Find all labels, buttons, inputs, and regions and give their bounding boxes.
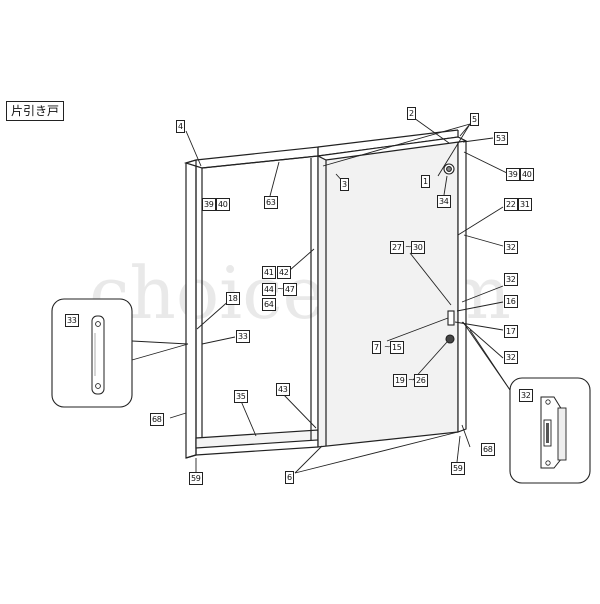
callout-15: 15 xyxy=(390,341,404,354)
callout-32-bubble: 32 xyxy=(519,389,533,402)
callout-27: 27 xyxy=(390,241,404,254)
detail-bubble-left xyxy=(51,298,133,408)
callout-39-right: 39 xyxy=(506,168,520,181)
callout-31: 31 xyxy=(518,198,532,211)
callout-44: 44 xyxy=(262,283,276,296)
callout-63: 63 xyxy=(264,196,278,209)
callout-27-30-tilde: ~ xyxy=(405,242,412,251)
sliding-door xyxy=(315,129,469,448)
callout-26: 26 xyxy=(414,374,428,387)
callout-2: 2 xyxy=(407,107,416,120)
callout-35: 35 xyxy=(234,390,248,403)
door-type-title: 片引き戸 xyxy=(6,101,65,121)
callout-43: 43 xyxy=(276,383,290,396)
callout-19: 19 xyxy=(393,374,407,387)
callout-59-left: 59 xyxy=(189,472,203,485)
callout-40-right: 40 xyxy=(520,168,534,181)
callout-18: 18 xyxy=(226,292,240,305)
callout-44-47-tilde: ~ xyxy=(277,284,284,293)
callout-19-26-tilde: ~ xyxy=(408,375,415,384)
callout-40: 40 xyxy=(216,198,230,211)
callout-59-right: 59 xyxy=(451,462,465,475)
callout-64: 64 xyxy=(262,298,276,311)
callout-32-b: 32 xyxy=(504,273,518,286)
callout-3: 3 xyxy=(340,178,349,191)
callout-5: 5 xyxy=(470,113,479,126)
fixed-frame xyxy=(183,146,319,459)
callout-53: 53 xyxy=(494,132,508,145)
callout-34: 34 xyxy=(437,195,451,208)
callout-1: 1 xyxy=(421,175,430,188)
callout-6: 6 xyxy=(285,471,294,484)
callout-33: 33 xyxy=(236,330,250,343)
callout-22: 22 xyxy=(504,198,518,211)
callout-68-right: 68 xyxy=(481,443,495,456)
callout-7: 7 xyxy=(372,341,381,354)
callout-32-c: 32 xyxy=(504,351,518,364)
callout-47: 47 xyxy=(283,283,297,296)
callout-30: 30 xyxy=(411,241,425,254)
callout-7-15-tilde: ~ xyxy=(384,342,391,351)
callout-16: 16 xyxy=(504,295,518,308)
detail-bubble-right xyxy=(509,377,591,484)
callout-68-left: 68 xyxy=(150,413,164,426)
callout-39: 39 xyxy=(202,198,216,211)
callout-17: 17 xyxy=(504,325,518,338)
callout-42: 42 xyxy=(277,266,291,279)
leader-lines xyxy=(131,117,512,478)
callout-4: 4 xyxy=(176,120,185,133)
callout-32-a: 32 xyxy=(504,241,518,254)
callout-41: 41 xyxy=(262,266,276,279)
callout-33-bubble: 33 xyxy=(65,314,79,327)
